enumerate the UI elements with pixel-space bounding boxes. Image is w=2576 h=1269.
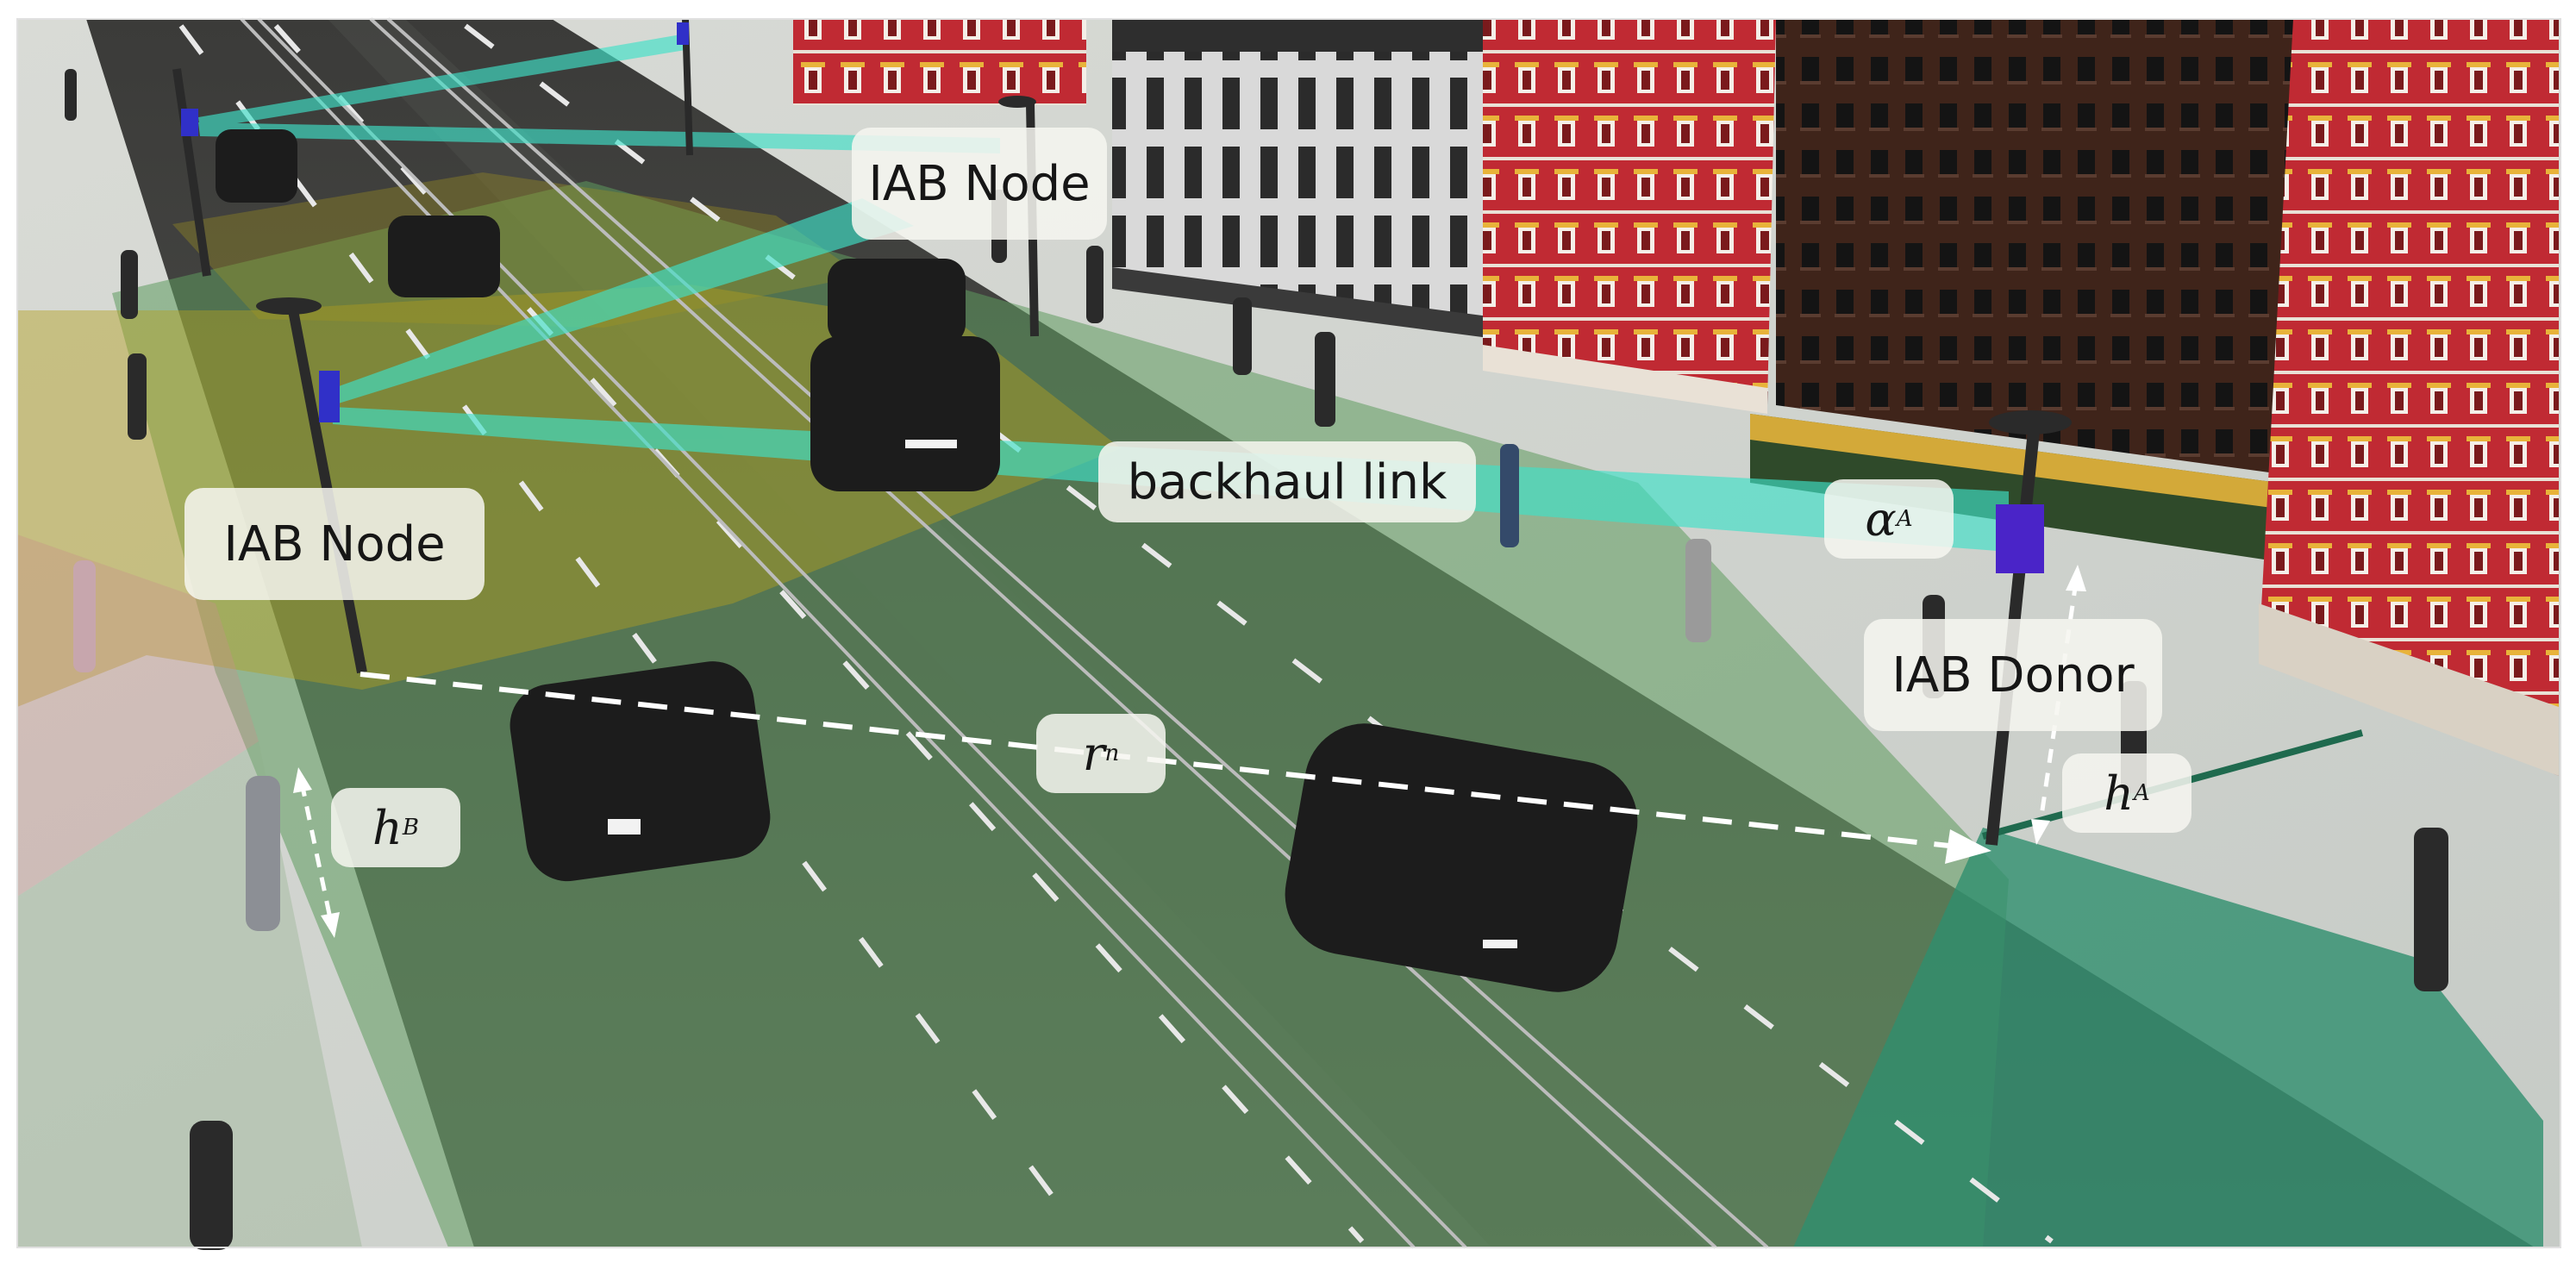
alpha-symbol: α [1865, 491, 1897, 547]
ha-arrow-bottom [2031, 819, 2050, 845]
red-building-mid [1483, 19, 1776, 414]
ha-arrow-top [2066, 565, 2086, 591]
iab-node-left-label: IAB Node [184, 488, 485, 600]
iab-donor-label: IAB Donor [1864, 619, 2162, 731]
grey-building [1112, 19, 1509, 341]
hb-arrow-top [293, 767, 312, 793]
image-frame [16, 18, 2561, 1248]
iab-radio-unit-icon [181, 22, 2044, 573]
brown-building [1750, 19, 2362, 569]
hb-subscript: B [402, 815, 419, 841]
red-building-back [793, 19, 1086, 105]
ha-symbol: h [2104, 766, 2134, 821]
car-icon [216, 129, 1638, 992]
lane-markings [178, 23, 2054, 1244]
backhaul-link-label: backhaul link [1098, 441, 1476, 522]
iab-node-top-label: IAB Node [852, 128, 1107, 240]
red-building-front [2259, 19, 2559, 776]
ha-subscript: A [2134, 780, 2150, 806]
hb-arrow-bottom [321, 912, 340, 938]
alpha-subscript: A [1896, 506, 1913, 532]
coverage-donor [1793, 828, 2543, 1247]
hb-symbol: h [372, 800, 403, 855]
car-lights [608, 440, 1517, 948]
r-subscript: n [1104, 741, 1120, 766]
lamp-heads [256, 96, 2072, 434]
r-symbol: r [1082, 726, 1105, 781]
